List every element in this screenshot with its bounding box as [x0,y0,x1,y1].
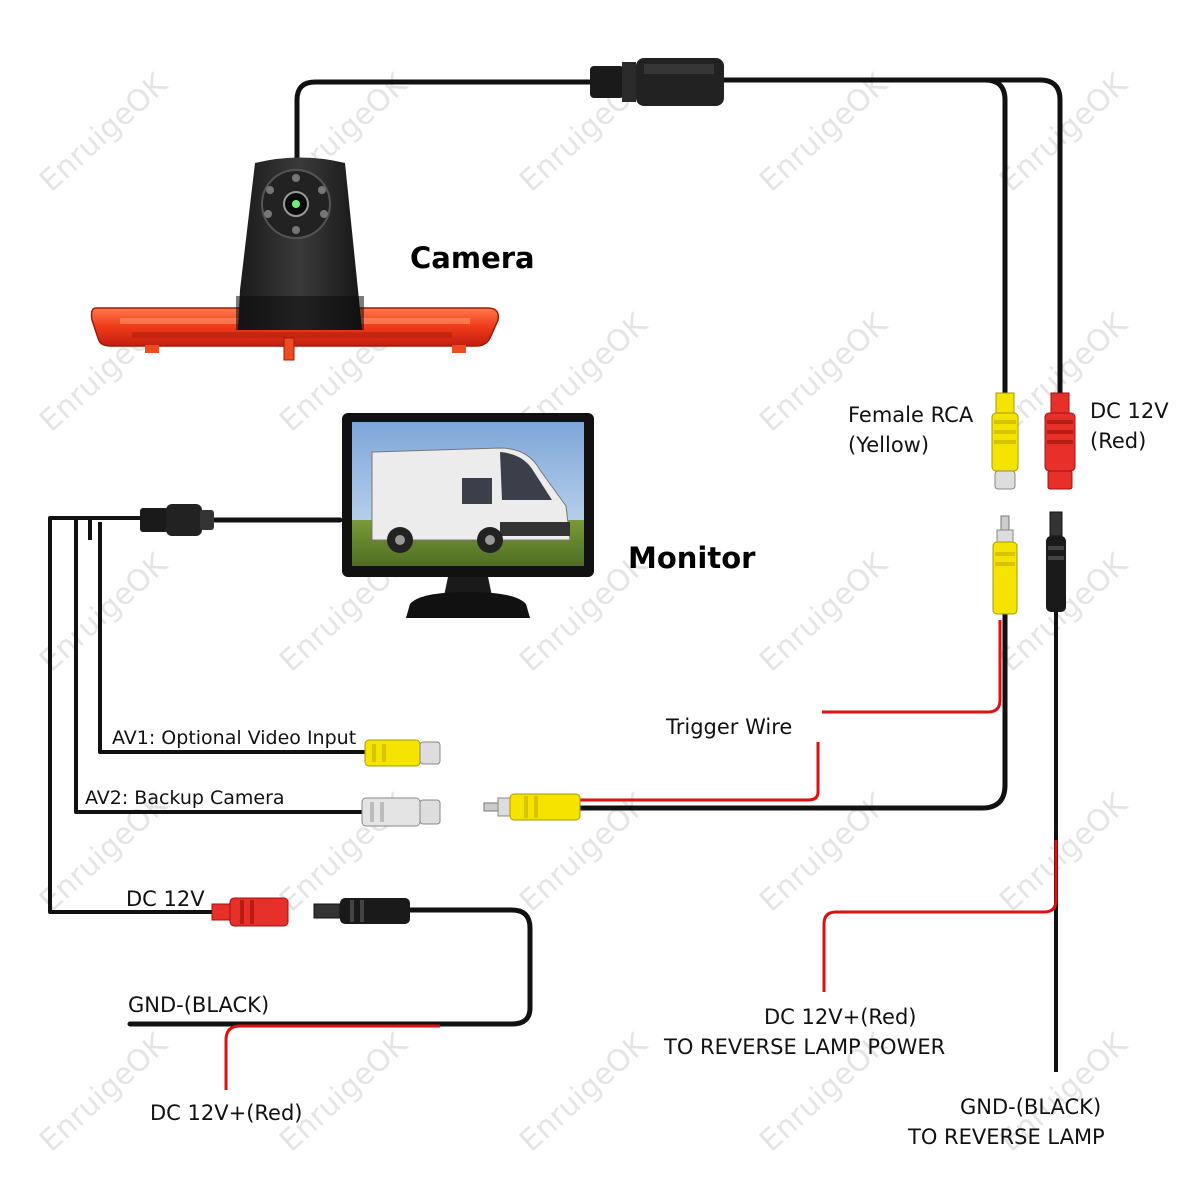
watermark-text: EnruigeOK [993,66,1135,199]
male-rca-yellow [992,515,1018,615]
camera-base [236,296,364,330]
rca-extension-cable [575,612,1008,811]
trigger-wire [822,620,1002,714]
camera-led [266,186,274,194]
power-cable [127,907,533,1027]
trigger-wire-label: Trigger Wire [665,715,792,739]
male-dc-black [1046,511,1066,612]
dc12v-top-label-line2: (Red) [1090,429,1146,453]
power-red-wire [224,1024,440,1090]
camera-led [264,210,272,218]
harness-wire-main [48,516,212,914]
av2-label: AV2: Backup Camera [85,787,285,809]
camera-brake-light [90,157,500,361]
monitor-cable-connector [140,504,214,536]
av1-label: AV1: Optional Video Input [112,727,356,749]
brake-light-shadow [132,332,452,338]
male-dc-black-left [313,898,410,924]
van-bumper [500,522,570,536]
watermark-text: EnruigeOK [753,546,895,679]
reverse-power-label-line1: DC 12V+(Red) [764,1005,916,1029]
camera-lens-glint [292,200,300,208]
watermark-text: EnruigeOK [33,1026,175,1159]
monitor-neck [444,577,492,596]
van-side-window [462,478,492,504]
wires [48,77,1063,1090]
brake-light-bracket [283,337,295,361]
female-rca-label-line1: Female RCA [848,403,974,427]
camera-label: Camera [410,241,535,275]
brake-light-clip-right [452,345,466,353]
watermark-text: EnruigeOK [273,1026,415,1159]
reverse-gnd-label-line2: TO REVERSE LAMP [907,1125,1105,1149]
camera-led [320,210,328,218]
monitor-stand [406,592,530,618]
male-rca-yellow-left [483,793,581,821]
camera-led [318,186,326,194]
harness-wire-av1 [98,522,365,754]
watermark-text: EnruigeOK [33,546,175,679]
reverse-lamp-power-wire [822,840,1058,992]
dc12v-top-label-line1: DC 12V [1090,399,1169,423]
camera-led [292,174,300,182]
monitor-label: Monitor [628,541,756,575]
monitor [342,413,594,618]
female-dc-red [1044,392,1076,490]
gnd-left-label: GND-(BLACK) [128,993,269,1017]
watermark-text: EnruigeOK [753,66,895,199]
av2-female-rca-white [361,797,441,827]
watermark-text: EnruigeOK [33,66,175,199]
brake-light-clip-left [145,345,159,353]
van-windshield [500,452,552,500]
labels: Camera Monitor Female RCA (Yellow) DC 12… [85,241,1169,1149]
camera-led [292,226,300,234]
camera-cable-connector [590,58,724,106]
dc12v-red-left-label: DC 12V+(Red) [150,1101,302,1125]
watermark-text: EnruigeOK [993,786,1135,919]
female-dc-red-left [211,897,289,927]
reverse-gnd-label-line1: GND-(BLACK) [960,1095,1101,1119]
harness-wire-av2 [74,520,362,814]
camera-cable [294,79,598,165]
female-rca-yellow [991,392,1019,490]
female-rca-label-line2: (Yellow) [848,433,929,457]
camera-cable-right-branch-dc [717,77,1063,398]
av1-female-rca-yellow [364,739,441,767]
trigger-wire-lower [580,742,820,802]
watermark-text: EnruigeOK [513,1026,655,1159]
dc12v-left-label: DC 12V [126,887,205,911]
reverse-power-label-line2: TO REVERSE LAMP POWER [663,1035,945,1059]
